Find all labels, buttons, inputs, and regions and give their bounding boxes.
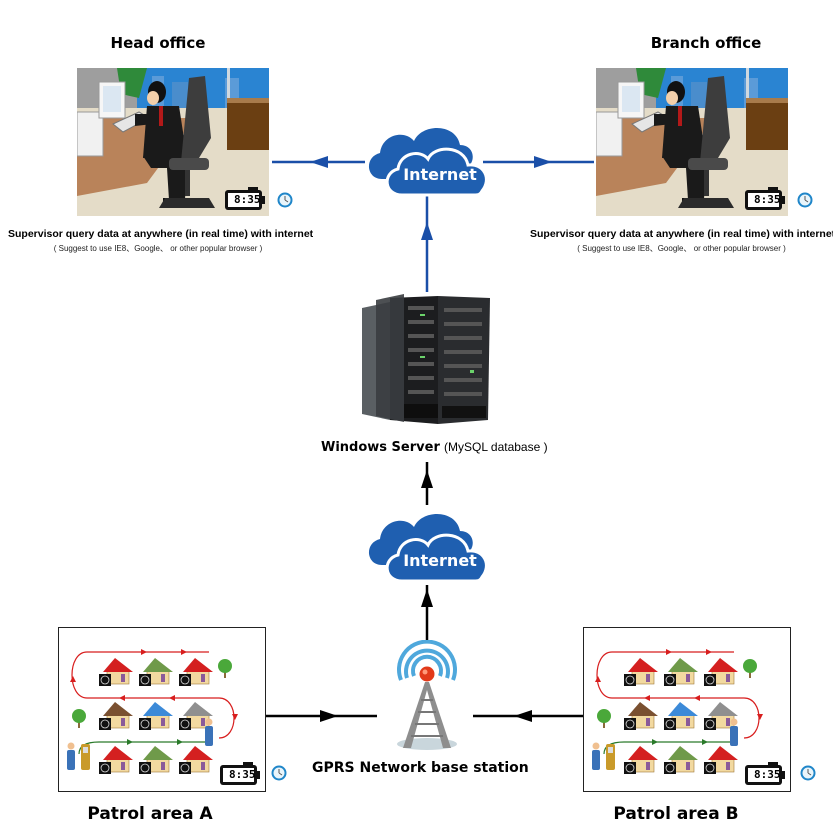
antenna-tower-icon <box>397 639 457 750</box>
house-icon <box>179 658 213 686</box>
patrol-a-digital-clock: 8:35 <box>219 762 261 786</box>
office-worker-illustration <box>77 68 269 216</box>
patrol-b-clock-icon <box>800 765 816 781</box>
patrol-a-clock-time: 8:35 <box>229 768 256 781</box>
head-office-title: Head office <box>110 34 206 52</box>
digital-clock-icon <box>220 762 260 785</box>
head-office-clock-icon <box>277 192 293 208</box>
branch-office-digital-clock: 8:35 <box>744 187 786 211</box>
clock-icon <box>797 192 813 208</box>
internet-cloud-bottom: Internet <box>360 503 494 583</box>
clock-icon <box>271 765 287 781</box>
branch-office-clock-icon <box>797 192 813 208</box>
digital-clock-icon <box>225 187 265 210</box>
patrol-b-clock-time: 8:35 <box>754 768 781 781</box>
digital-clock-icon <box>745 187 785 210</box>
patrol-route-red <box>71 651 235 739</box>
house-icon <box>624 702 658 730</box>
house-icon <box>139 658 173 686</box>
arrow-internet-to-server <box>421 462 433 505</box>
patrol-route-red <box>596 651 760 739</box>
patrol-area-b-map: 8:35 <box>583 627 791 792</box>
server-label: Windows Server (MySQL database ) <box>321 440 561 455</box>
gprs-base-station-label: GPRS Network base station <box>312 760 529 776</box>
house-icon <box>99 702 133 730</box>
patrol-guard-icon <box>592 742 600 770</box>
server-units <box>408 306 482 396</box>
house-icon <box>139 746 173 774</box>
house-icon <box>664 702 698 730</box>
patrol-b-digital-clock: 8:35 <box>744 762 786 786</box>
internet-label: Internet <box>403 551 477 570</box>
clock-icon <box>800 765 816 781</box>
house-icon <box>139 702 173 730</box>
patrol-route-green <box>78 741 207 755</box>
arrow-base-station-to-internet <box>421 585 433 643</box>
clock-icon <box>277 192 293 208</box>
office-worker-illustration <box>596 68 788 216</box>
patrol-guard-icon <box>205 718 213 746</box>
server-rack <box>360 292 495 427</box>
server-label-main: Windows Server <box>321 440 440 455</box>
patrol-guard-icon <box>730 718 738 746</box>
tree-icon <box>72 709 86 728</box>
house-icon <box>704 702 738 730</box>
head-office-clock-time: 8:35 <box>234 193 261 206</box>
internet-label: Internet <box>403 165 477 184</box>
houses-grid <box>67 658 232 774</box>
tree-icon <box>597 709 611 728</box>
house-icon <box>179 702 213 730</box>
house-icon <box>99 658 133 686</box>
tree-icon <box>743 659 757 678</box>
house-icon <box>704 746 738 774</box>
house-icon <box>624 658 658 686</box>
houses-grid <box>592 658 757 774</box>
branch-office-clock-time: 8:35 <box>754 193 781 206</box>
patrol-route-green <box>603 741 732 755</box>
arrow-to-branch-office <box>483 156 594 168</box>
house-icon <box>704 658 738 686</box>
house-icon <box>664 746 698 774</box>
head-office-illustration <box>77 68 269 216</box>
patrol-area-b-title: Patrol area B <box>613 804 739 824</box>
patrol-guard-icon <box>67 742 75 770</box>
patrol-area-a-title: Patrol area A <box>87 804 213 824</box>
server-rack-icon <box>362 294 490 424</box>
house-icon <box>179 746 213 774</box>
tree-icon <box>218 659 232 678</box>
head-office-caption: Supervisor query data at anywhere (in re… <box>8 228 314 240</box>
branch-office-caption: Supervisor query data at anywhere (in re… <box>530 228 833 240</box>
head-office-browser-note: ( Suggest to use IE8、Google、 or other po… <box>53 244 263 253</box>
cloud-icon: Internet <box>368 127 488 197</box>
internet-cloud-top: Internet <box>360 117 494 197</box>
arrow-patrol-b-to-base <box>473 710 583 722</box>
branch-office-title: Branch office <box>650 34 762 52</box>
house-icon <box>664 658 698 686</box>
arrow-to-head-office <box>272 156 365 168</box>
house-icon <box>624 746 658 774</box>
head-office-digital-clock: 8:35 <box>224 187 266 211</box>
patrol-area-a-map: 8:35 <box>58 627 266 792</box>
patrol-reader-device-icon <box>81 744 90 770</box>
patrol-a-clock-icon <box>271 765 287 781</box>
patrol-route-illustration <box>67 649 238 774</box>
gprs-base-station <box>387 639 467 755</box>
arrow-patrol-a-to-base <box>266 710 377 722</box>
patrol-reader-device-icon <box>606 744 615 770</box>
patrol-route-illustration <box>592 649 763 774</box>
arrow-server-to-internet <box>421 196 433 292</box>
server-label-sub: (MySQL database ) <box>444 440 548 454</box>
house-icon <box>99 746 133 774</box>
digital-clock-icon <box>745 762 785 785</box>
cloud-icon: Internet <box>368 513 488 583</box>
branch-office-browser-note: ( Suggest to use IE8、Google、 or other po… <box>577 244 786 253</box>
